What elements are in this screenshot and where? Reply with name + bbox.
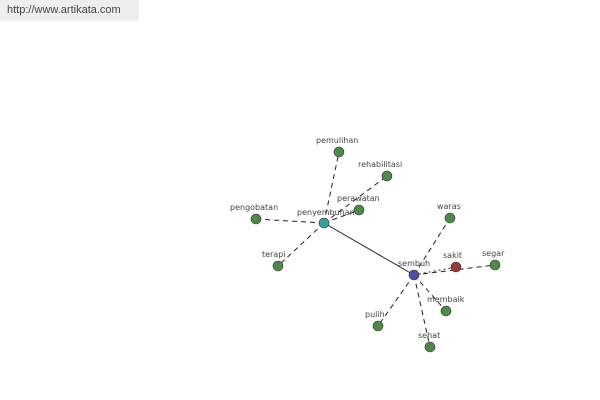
node-dot-pengobatan[interactable] — [250, 213, 262, 225]
edge-sembuh-pulih — [377, 274, 415, 327]
edge-penyembuhan-perawatan — [323, 209, 360, 224]
node-dot-waras[interactable] — [444, 212, 456, 224]
node-sembuh[interactable]: sembuh — [398, 259, 430, 281]
node-dot-sehat[interactable] — [424, 341, 436, 353]
node-label-rehabilitasi: rehabilitasi — [358, 160, 402, 169]
node-label-sehat: sehat — [418, 331, 440, 340]
node-label-pemulihan: pemulihan — [316, 136, 358, 145]
node-pemulihan[interactable]: pemulihan — [316, 136, 358, 158]
node-dot-sakit[interactable] — [450, 261, 462, 273]
edge-sembuh-membaik — [413, 274, 447, 312]
node-label-perawatan: perawatan — [337, 194, 380, 203]
edge-sembuh-sehat — [413, 274, 431, 348]
node-membaik[interactable]: membaik — [427, 295, 465, 317]
edge-penyembuhan-pemulihan — [323, 151, 340, 224]
node-dot-membaik[interactable] — [440, 305, 452, 317]
edge-penyembuhan-rehabilitasi — [323, 175, 388, 224]
node-segar[interactable]: segar — [482, 249, 505, 271]
node-penyembuhan[interactable]: penyembuhan — [297, 208, 355, 229]
node-dot-penyembuhan[interactable] — [318, 217, 330, 229]
node-dot-terapi[interactable] — [272, 260, 284, 272]
node-label-penyembuhan: penyembuhan — [297, 208, 355, 217]
node-terapi[interactable]: terapi — [262, 250, 286, 272]
node-layer: penyembuhan sembuh pemulihan rehabilitasi pe… — [230, 136, 505, 353]
node-label-sembuh: sembuh — [398, 259, 430, 268]
node-label-terapi: terapi — [262, 250, 286, 259]
node-label-sakit: sakit — [443, 251, 462, 260]
node-dot-pemulihan[interactable] — [333, 146, 345, 158]
edge-penyembuhan-terapi — [277, 222, 325, 267]
node-dot-perawatan[interactable] — [353, 204, 365, 216]
node-pulih[interactable]: pulih — [365, 310, 385, 332]
node-label-pulih: pulih — [365, 310, 385, 319]
node-rehabilitasi[interactable]: rehabilitasi — [358, 160, 402, 182]
edge-sembuh-sakit — [413, 266, 457, 276]
edge-penyembuhan-sembuh — [323, 222, 415, 276]
node-pengobatan[interactable]: pengobatan — [230, 203, 278, 225]
edge-sembuh-waras — [413, 217, 451, 276]
node-dot-segar[interactable] — [489, 259, 501, 271]
node-dot-rehabilitasi[interactable] — [381, 170, 393, 182]
node-waras[interactable]: waras — [437, 202, 461, 224]
node-sehat[interactable]: sehat — [418, 331, 440, 353]
node-label-membaik: membaik — [427, 295, 465, 304]
node-perawatan[interactable]: perawatan — [337, 194, 380, 216]
source-url-watermark: http://www.artikata.com — [0, 0, 139, 21]
node-label-waras: waras — [437, 202, 461, 211]
edge-penyembuhan-pengobatan — [255, 218, 325, 224]
node-label-pengobatan: pengobatan — [230, 203, 278, 212]
node-sakit[interactable]: sakit — [443, 251, 462, 273]
node-label-segar: segar — [482, 249, 505, 258]
node-dot-pulih[interactable] — [372, 320, 384, 332]
node-dot-sembuh[interactable] — [408, 269, 420, 281]
